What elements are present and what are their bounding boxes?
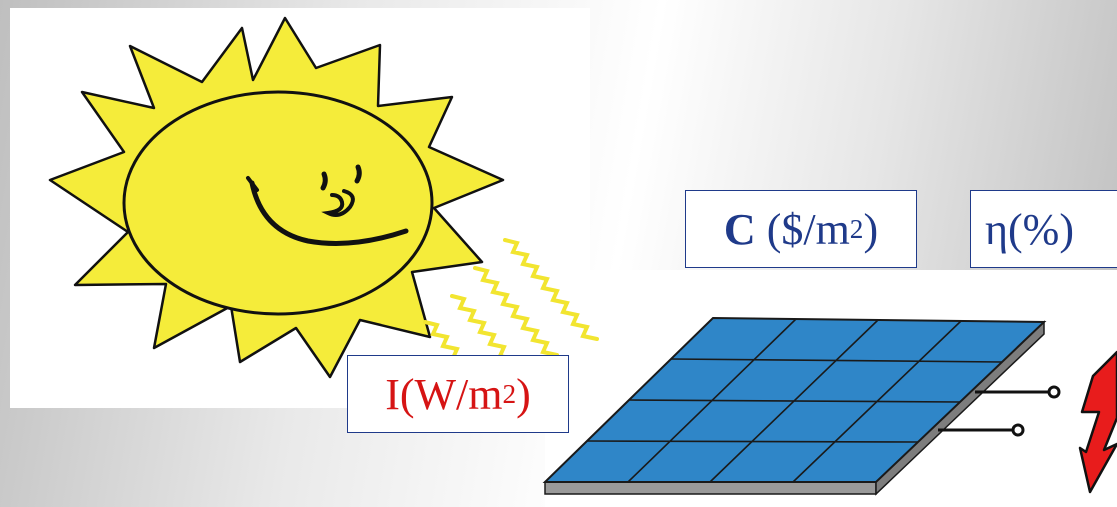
cost-unit-close: )	[863, 204, 879, 254]
sunlight-ray-icon	[503, 238, 599, 341]
sun-face	[122, 90, 434, 316]
sunlight-ray-icon	[473, 266, 559, 357]
solar-panel-icon	[542, 316, 1061, 496]
panel-side	[544, 481, 877, 495]
panel-grid	[586, 318, 1003, 483]
efficiency-label: η(%)	[970, 190, 1117, 268]
lightning-bolt-icon	[1078, 350, 1117, 494]
sun-smile	[249, 180, 409, 246]
cost-symbol: C	[723, 204, 756, 254]
sun-left-eye	[320, 171, 328, 191]
sun-smile-dimple	[246, 176, 259, 192]
panel-wires	[938, 385, 1061, 437]
efficiency-text: η(%)	[985, 204, 1074, 254]
sun-nose	[321, 189, 355, 217]
sun-right-eye	[354, 164, 362, 184]
irradiance-unit: I(W/m	[385, 369, 503, 419]
cost-unit: ($/m	[755, 204, 850, 254]
sun-icon	[48, 16, 505, 379]
irradiance-unit-close: )	[516, 369, 531, 419]
